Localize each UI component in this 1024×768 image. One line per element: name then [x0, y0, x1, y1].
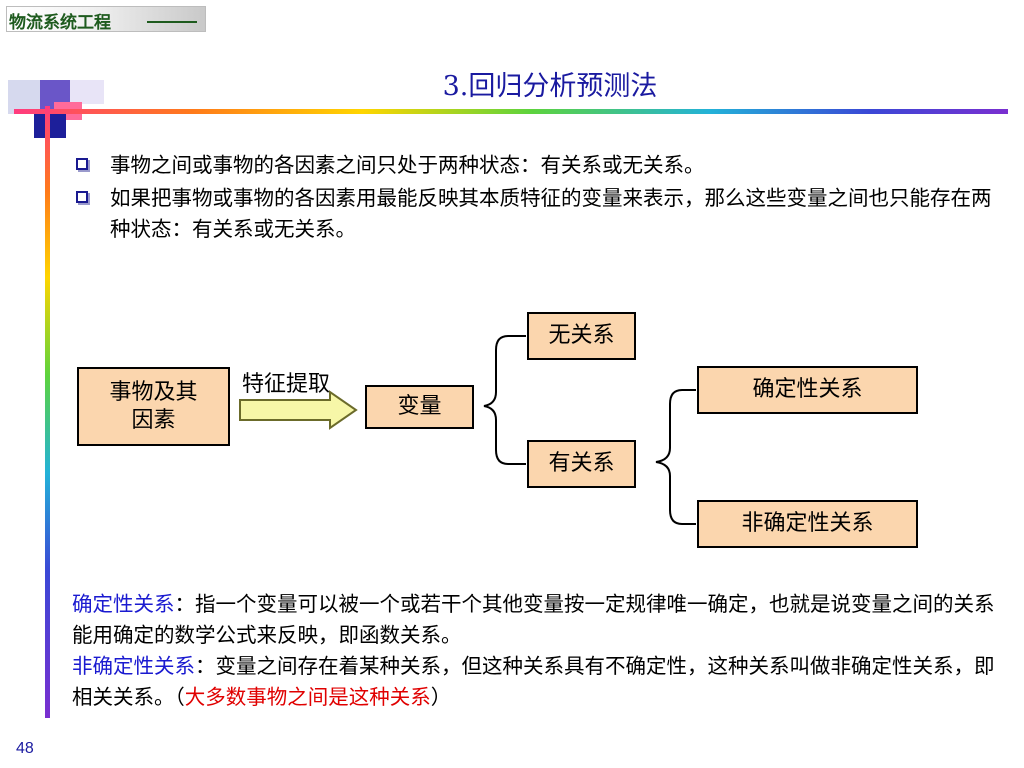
nondeterministic-box: 非确定性关系: [697, 500, 918, 548]
nondet-term: 非确定性关系: [72, 654, 195, 678]
nondeterministic-label: 非确定性关系: [741, 511, 874, 536]
highlight-note: 大多数事物之间是这种关系: [184, 685, 431, 709]
page-number: 48: [16, 740, 34, 757]
bullet-text: 事物之间或事物的各因素之间只处于两种状态：有关系或无关系。: [110, 153, 705, 177]
brand-text: 物流系统工程: [9, 13, 111, 33]
deterministic-box: 确定性关系: [697, 366, 918, 414]
bullet-text: 如果把事物或事物的各因素用最能反映其本质特征的变量来表示，那么这些变量之间也只能…: [110, 186, 992, 241]
source-line-2: 因素: [131, 407, 176, 433]
deco-square-gray: [8, 80, 44, 114]
no-relation-label: 无关系: [548, 323, 615, 348]
square-bullet-icon: [76, 191, 88, 203]
bullet-item: 事物之间或事物的各因素之间只处于两种状态：有关系或无关系。: [74, 150, 994, 181]
extract-label: 特征提取: [242, 372, 331, 397]
square-bullet-icon: [76, 158, 88, 170]
has-relation-box: 有关系: [527, 440, 636, 488]
brace-variable: [483, 335, 526, 465]
bullet-item: 如果把事物或事物的各因素用最能反映其本质特征的变量来表示，那么这些变量之间也只能…: [74, 183, 994, 245]
brace-relation: [655, 389, 696, 525]
source-box: 事物及其 因素: [77, 367, 230, 446]
source-line-1: 事物及其: [109, 379, 198, 405]
definitions-paragraph: 确定性关系：指一个变量可以被一个或若干个其他变量按一定规律唯一确定，也就是说变量…: [72, 589, 996, 713]
slide-title: 3.回归分析预测法: [442, 71, 658, 102]
variable-label: 变量: [397, 394, 442, 419]
has-relation-label: 有关系: [548, 451, 615, 476]
close-paren: ）: [430, 685, 452, 709]
rainbow-rule-horizontal: [14, 109, 1008, 114]
nondet-text: ：变量之间存在着某种关系，但这种关系具有不确定性，这种关系叫做非确定性关系，即相…: [72, 654, 995, 709]
deterministic-label: 确定性关系: [752, 377, 863, 402]
deco-square-lavender: [70, 80, 104, 104]
no-relation-box: 无关系: [527, 312, 636, 360]
det-text: ：指一个变量可以被一个或若干个其他变量按一定规律唯一确定，也就是说变量之间的关系…: [72, 592, 995, 647]
deco-square-navy: [34, 114, 66, 138]
brand-underline: [147, 21, 197, 23]
variable-box: 变量: [365, 385, 474, 429]
bullet-list: 事物之间或事物的各因素之间只处于两种状态：有关系或无关系。 如果把事物或事物的各…: [74, 150, 994, 247]
rainbow-rule-vertical: [45, 106, 50, 718]
brand-badge: 物流系统工程: [6, 6, 206, 33]
det-term: 确定性关系: [72, 592, 175, 616]
